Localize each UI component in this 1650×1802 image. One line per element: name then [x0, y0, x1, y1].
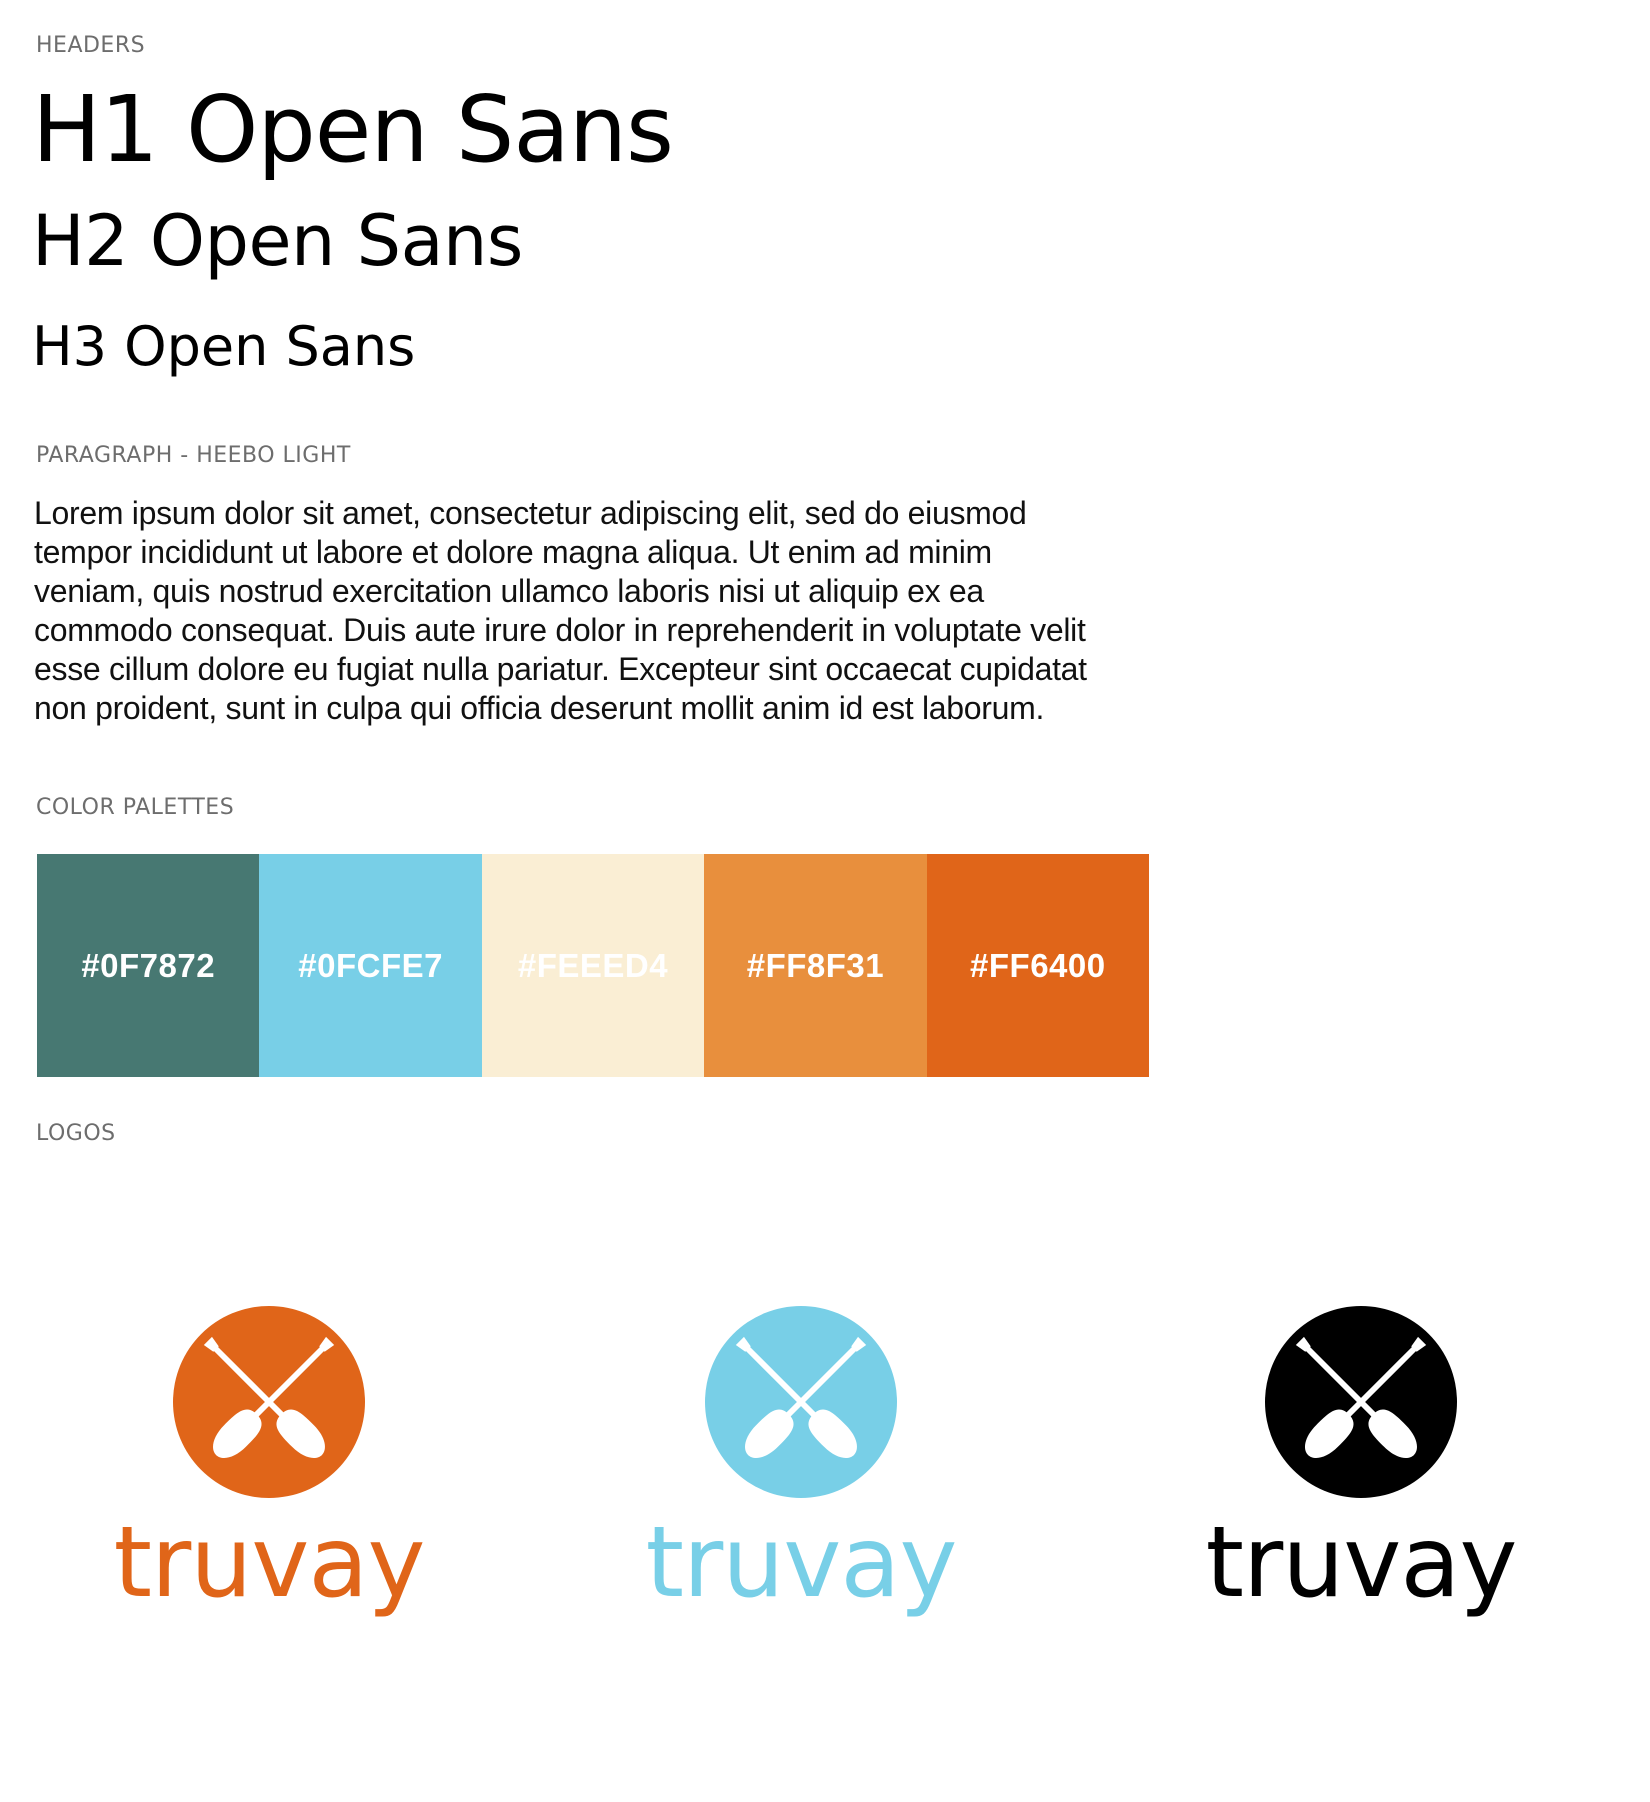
h2-sample: H2 Open Sans [32, 200, 523, 282]
logo-black: truvay [1181, 1306, 1541, 1646]
headers-section-label: HEADERS [36, 33, 146, 58]
swatch-hex-label: #0F7872 [81, 946, 216, 984]
color-swatch: #FF8F31 [704, 854, 927, 1077]
crossed-paddles-icon [705, 1306, 897, 1498]
color-swatch: #FF6400 [926, 854, 1150, 1077]
paragraph-section-label: PARAGRAPH - HEEBO LIGHT [36, 443, 351, 468]
logo-wordmark: truvay [1205, 1506, 1518, 1620]
color-swatch: #0F7872 [37, 854, 260, 1077]
logo-blue: truvay [621, 1306, 981, 1646]
logo-wordmark: truvay [113, 1506, 426, 1620]
h1-sample: H1 Open Sans [32, 76, 674, 183]
h3-sample: H3 Open Sans [32, 315, 416, 378]
logos-section-label: LOGOS [36, 1121, 116, 1146]
swatch-hex-label: #FF8F31 [746, 946, 885, 984]
logo-wordmark: truvay [645, 1506, 958, 1620]
crossed-paddles-icon [173, 1306, 365, 1498]
color-swatch: #FEEED4 [481, 854, 705, 1077]
crossed-paddles-icon [1265, 1306, 1457, 1498]
color-palette: #0F7872 #0FCFE7 #FEEED4 #FF8F31 #FF6400 [37, 854, 1150, 1077]
color-palettes-section-label: COLOR PALETTES [36, 795, 235, 820]
paragraph-sample: Lorem ipsum dolor sit amet, consectetur … [34, 495, 1087, 726]
color-swatch: #0FCFE7 [259, 854, 482, 1077]
swatch-hex-label: #0FCFE7 [298, 946, 443, 984]
swatch-hex-label: #FF6400 [970, 946, 1106, 984]
swatch-hex-label: #FEEED4 [517, 946, 669, 984]
logo-orange: truvay [89, 1306, 449, 1646]
